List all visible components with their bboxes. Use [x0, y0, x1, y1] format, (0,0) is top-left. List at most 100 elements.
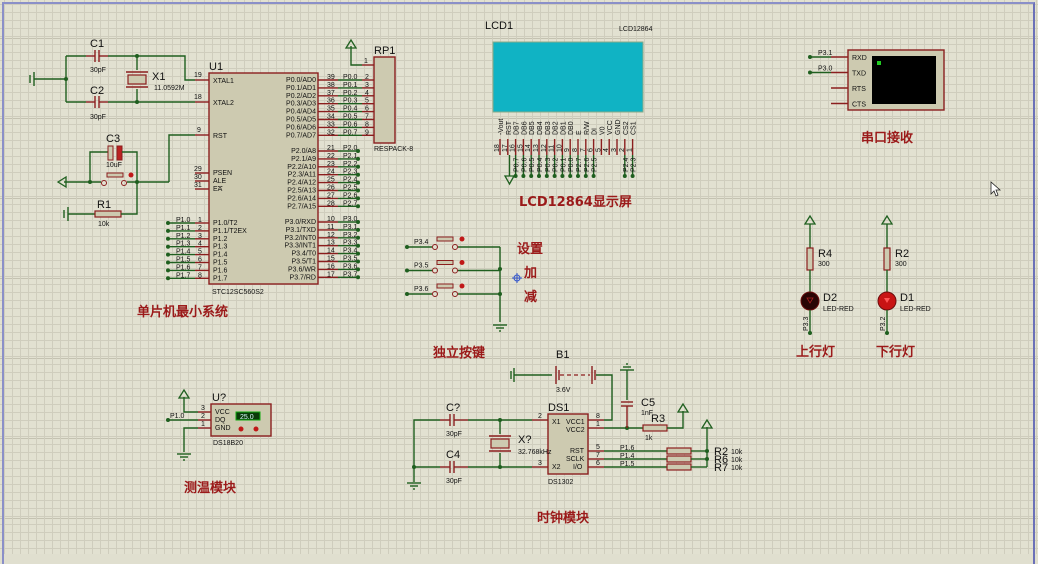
net-label: P2.2: [343, 161, 358, 168]
net-label: P0.7: [343, 129, 358, 136]
pin-num: 17: [327, 271, 335, 278]
pin-label: P3.1/TXD: [286, 227, 316, 234]
pin-label: P2.2/A10: [287, 164, 316, 171]
pin-num: 29: [194, 166, 202, 173]
lcd-pin-label: CS1: [631, 121, 638, 135]
capacitor-c2[interactable]: C2 30pF: [66, 85, 108, 121]
reset-circuit[interactable]: 9 C3 10uF R1 10k: [56, 127, 210, 228]
lcd-module[interactable]: LCD1 LCD12864 -Vout18RST17DB716P0.7DB615…: [485, 20, 653, 186]
capacitor-c3[interactable]: C3 10uF: [89, 133, 138, 182]
power-terminal-icon: [177, 388, 191, 399]
key-indicator: [459, 260, 465, 265]
pin-num: 3: [538, 460, 542, 467]
key-2[interactable]: P3.5: [405, 260, 500, 274]
pin-label: RTS: [852, 86, 866, 93]
capacitor-c5[interactable]: C5 1nF: [620, 363, 655, 428]
pin-label: XTAL2: [213, 100, 234, 107]
c4-value: 30pF: [446, 478, 462, 485]
resistor-value: 300: [895, 261, 907, 268]
net-label: P3.3: [343, 240, 358, 247]
capacitor-c1[interactable]: C1 30pF: [66, 38, 108, 74]
reset-button[interactable]: [101, 172, 134, 186]
crystal-circuit[interactable]: C1 30pF C2 30pF X1 11.0592M 19 18: [29, 38, 210, 121]
temp-down-button[interactable]: [238, 426, 244, 432]
resistor-r2[interactable]: [883, 247, 891, 271]
capacitor-c4[interactable]: C4 30pF: [440, 449, 468, 485]
mcu-u1[interactable]: U1 STC12SC560S2 XTAL1XTAL2RST29PSEN30ALE…: [166, 61, 362, 296]
pin-num: 3: [611, 148, 618, 152]
pullup-resistor[interactable]: [666, 447, 692, 455]
led-arrow-icon: [806, 297, 814, 304]
capacitor-c-top[interactable]: C? 30pF: [440, 402, 468, 438]
lcd-pin-label: DB6: [521, 121, 528, 135]
pullup-resistor[interactable]: [666, 455, 692, 463]
lcd-pin-label: E: [576, 130, 583, 135]
junction: [166, 252, 170, 257]
power-terminal-icon: [676, 402, 690, 413]
resistor-r1[interactable]: R1 10k: [63, 182, 138, 228]
net-label: P3.4: [414, 239, 429, 246]
crystal-x-rtc[interactable]: X? 32.768kHz: [489, 420, 552, 467]
junction: [356, 180, 360, 185]
net-label: P1.7: [176, 272, 191, 279]
key-plunger[interactable]: [436, 283, 454, 289]
ds1302-rtc[interactable]: DS1 DS1302 X1 X2 VCC1 VCC2 RST SCLK I/O …: [407, 349, 743, 490]
net-label: P3.2: [343, 232, 358, 239]
power-terminal-icon: [803, 214, 817, 225]
pin-label: P2.4/A12: [287, 180, 316, 187]
r3-value: 1k: [645, 435, 653, 442]
pin-label: P1.2: [213, 236, 228, 243]
junction: [166, 276, 170, 281]
pin-num: 24: [327, 169, 335, 176]
c1-value: 30pF: [90, 67, 106, 74]
pin-label: X2: [552, 464, 561, 471]
key-plunger[interactable]: [436, 236, 454, 242]
independent-keys[interactable]: P3.4P3.5P3.6: [405, 236, 500, 297]
pin-num: 3: [365, 82, 369, 89]
pullup-resistor[interactable]: [666, 463, 692, 471]
resistor-r4[interactable]: [806, 247, 814, 271]
temp-up-button[interactable]: [253, 426, 259, 432]
key-contact: [432, 267, 438, 274]
resistor-r3[interactable]: R3 1k: [642, 402, 690, 442]
pin-num: 34: [327, 114, 335, 121]
ground-icon: [407, 482, 421, 490]
lcd-pin-label: -Vout: [498, 119, 505, 135]
c3-value: 10uF: [106, 162, 122, 169]
junction: [356, 251, 360, 256]
pin-num: 23: [327, 161, 335, 168]
led-part: LED-RED: [900, 306, 931, 313]
pin-label: ALE: [213, 178, 227, 185]
junction: [568, 174, 573, 178]
net-label: P2.7: [576, 157, 583, 172]
x1-value: 11.0592M: [154, 85, 185, 92]
crystal-x1[interactable]: X1 11.0592M: [126, 56, 185, 102]
key-1[interactable]: P3.4: [405, 236, 500, 250]
pin-label: XTAL1: [213, 78, 234, 85]
pin-num: 16: [510, 144, 517, 152]
net-label: P1.2: [176, 233, 191, 240]
key-plunger[interactable]: [436, 260, 454, 265]
pin-num: 18: [194, 94, 202, 101]
battery-b1[interactable]: B1 3.6V: [510, 349, 613, 421]
junction: [356, 220, 360, 224]
ds1302-part: DS1302: [548, 479, 573, 486]
ds18b20-sensor[interactable]: U? VCC DQ GND 25.0 DS18B20 P1.0 3 2 1: [166, 388, 272, 461]
key-3[interactable]: P3.6: [405, 283, 500, 297]
pin-num: 2: [365, 74, 369, 81]
net-label: P2.6: [584, 157, 591, 172]
lcd-pin-label: DB5: [529, 121, 536, 135]
pin-label: P2.3/A11: [288, 172, 316, 179]
pin-label: VCC: [215, 409, 230, 416]
key-indicator: [459, 236, 465, 242]
net-label: P0.2: [343, 90, 358, 97]
pin-num: 7: [198, 264, 202, 271]
lcd-pin-label: V0: [599, 126, 606, 135]
